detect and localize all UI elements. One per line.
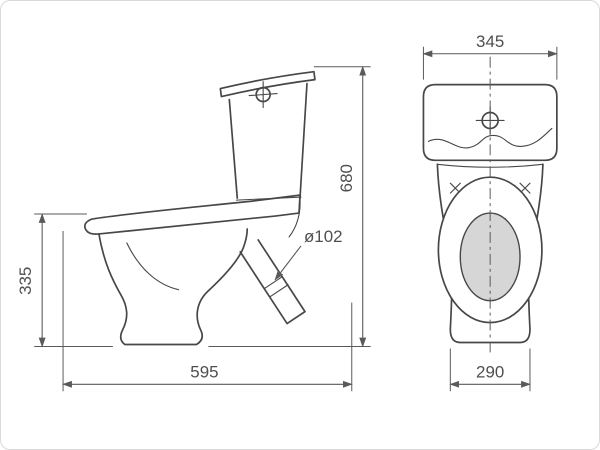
- side-view-tank: [219, 70, 316, 201]
- dimension-label-height: 680: [337, 164, 356, 192]
- extension-lines: [208, 66, 371, 347]
- side-view-outlet-pipe: [239, 239, 306, 325]
- side-view-seat: [83, 194, 301, 235]
- dimension-label-depth: 595: [190, 362, 218, 381]
- dimension-label-outlet: ø102: [304, 227, 343, 246]
- tank-front-contour: [427, 127, 553, 149]
- dimension-bowl-height: 335: [16, 213, 113, 348]
- front-view: [422, 56, 558, 354]
- dimension-base-width: 290: [449, 348, 531, 392]
- outlet-pipe: [239, 239, 306, 325]
- side-view: [83, 70, 316, 346]
- dimension-overall-height: 680: [208, 65, 371, 348]
- bowl-back-line: [288, 197, 301, 238]
- extension-lines: [62, 230, 353, 392]
- seat-bolt-icons: [449, 182, 531, 194]
- dimension-tank-width: 345: [422, 32, 558, 80]
- tank-body: [228, 82, 308, 199]
- bowl-profile: [98, 228, 249, 346]
- dimension-label-tank-width: 345: [476, 32, 504, 51]
- dimension-label-base-width: 290: [476, 362, 504, 381]
- seat-profile: [83, 194, 301, 235]
- leader-line: [274, 245, 302, 281]
- side-view-bowl: [98, 197, 301, 346]
- bowl-inner-curve: [126, 242, 180, 291]
- tank-lid: [219, 70, 316, 98]
- dimension-label-bowl-height: 335: [16, 267, 35, 295]
- flush-button-crosshair-icon: [248, 81, 278, 109]
- dimension-outlet-diameter: ø102: [274, 227, 343, 281]
- dimension-overall-depth: 595: [62, 230, 353, 392]
